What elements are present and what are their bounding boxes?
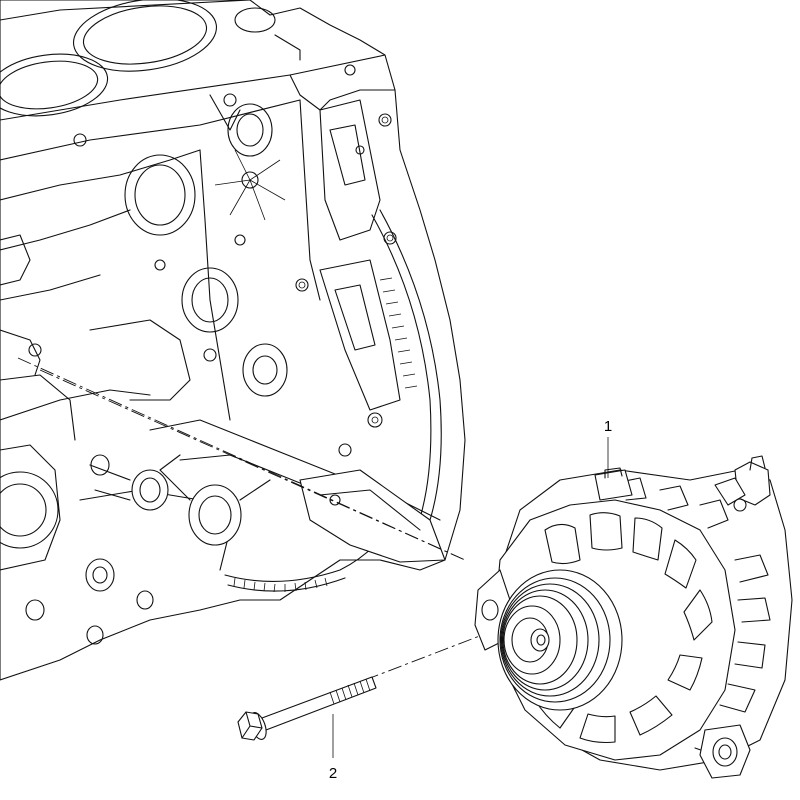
engine-block [0,0,466,681]
callout-2-label: 2 [329,765,337,782]
callout-1: 1 [604,418,612,478]
bolt [237,676,377,741]
callout-2: 2 [329,714,337,782]
assembly-lines [17,357,491,681]
callout-1-label: 1 [604,418,612,435]
alternator [474,455,793,779]
